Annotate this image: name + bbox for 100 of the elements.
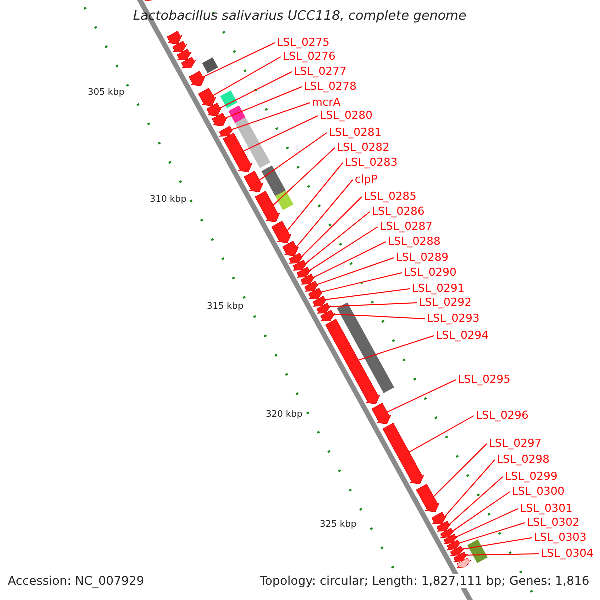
gene-label: LSL_0296 [476,409,529,423]
gene-label: LSL_0280 [320,109,373,123]
gene-segment [382,423,424,484]
gene-segment [181,57,196,68]
gene-segment [446,540,462,550]
leader-line [325,288,410,300]
gene-label: LSL_0282 [337,141,390,155]
gene-segment [289,253,304,264]
gene-label: LSL_0289 [396,251,449,265]
feature-bar [235,118,271,168]
gene-segment [212,113,228,126]
gene-label: LSL_0303 [534,531,587,545]
tick-label: 315 kbp [207,301,244,314]
gene-segment [206,103,222,116]
gene-segment [320,310,336,322]
gene-label: LSL_0297 [489,437,542,451]
gene-label: LSL_0295 [458,373,511,387]
gene-label: LSL_0292 [419,296,472,310]
gene-segment [304,281,320,292]
leader-line [452,492,510,532]
gene-label: LSL_0285 [364,190,417,204]
gene-segment [244,171,264,192]
gene-segment [223,133,253,172]
accession-text: Accession: NC_007929 [8,574,144,588]
leader-line [287,162,344,232]
gene-segment [198,88,217,106]
leader-line [202,42,276,78]
feature-bar [468,540,488,564]
gene-segment [282,241,300,256]
gene-segment [296,267,312,278]
gene-segment [167,31,183,44]
gene-segment [325,319,380,404]
gene-label: LSL_0287 [380,220,433,234]
gene-segment [189,71,206,86]
gene-segment [272,221,292,244]
gene-label: LSL_0293 [427,312,480,326]
gene-label: LSL_0288 [388,235,441,249]
gene-segment [219,126,234,137]
gene-segment [176,49,192,60]
gene-segment [456,558,472,568]
leader-line [301,196,362,258]
gene-label: mcrA [312,96,341,110]
gene-label: LSL_0298 [497,453,550,467]
gene-label: LSL_0302 [527,516,580,530]
gene-label: LSL_0281 [329,126,382,140]
leader-line [220,72,292,109]
gene-label: LSL_0277 [294,65,347,79]
gene-label: clpP [355,173,378,187]
leader-line [273,148,336,206]
genome-info-text: Topology: circular; Length: 1,827,111 bp; Genes: 1,816 [260,574,590,588]
gene-label: LSL_0275 [277,36,330,50]
gene-segment [308,288,324,300]
feature-bar [262,166,286,196]
gene-label: LSL_0301 [520,502,573,516]
gene-label: LSL_0286 [372,205,425,219]
leader-line [231,102,310,130]
feature-bar [337,302,394,394]
leader-line [225,86,302,119]
tick-label: 325 kbp [320,519,357,532]
gene-label: LSL_0290 [404,266,457,280]
leader-line [444,460,496,518]
leader-line [312,242,386,278]
feature-bar [228,106,246,124]
leader-line [459,522,526,544]
gene-segment [293,260,308,271]
tick-label: 310 kbp [150,194,187,207]
gene-segment [432,512,447,524]
leader-line [320,272,402,293]
feature-bar [202,58,218,74]
gene-label: LSL_0283 [345,156,398,170]
leader-line [462,538,532,550]
gene-segment [372,403,392,424]
gene-segment [450,546,465,556]
gene-segment [454,552,468,562]
leader-line [448,476,504,526]
leader-line [386,380,456,413]
gene-segment [444,534,458,544]
leader-line [243,116,318,152]
leader-line [456,508,518,538]
gene-label: LSL_0300 [512,485,565,499]
gene-segment [316,303,332,314]
leader-line [466,554,540,556]
leader-line [358,336,434,361]
gene-label: LSL_0294 [436,329,489,343]
gene-segment [312,296,328,307]
leader-line [333,314,426,320]
leader-line [433,444,488,498]
gene-label: LSL_0276 [283,50,336,64]
leader-line [316,258,394,286]
leader-line [305,212,370,264]
title: Lactobacillus salivarius UCC118, complete genome [133,10,467,24]
leader-line [296,180,354,248]
gene-label: LSL_0299 [505,470,558,484]
gene-segment [172,41,188,52]
leader-line [259,132,328,181]
feature-bar [276,190,294,210]
gene-segment [255,191,280,222]
leader-line [212,56,282,96]
gene-segment [436,521,452,532]
leader-line [408,416,474,453]
